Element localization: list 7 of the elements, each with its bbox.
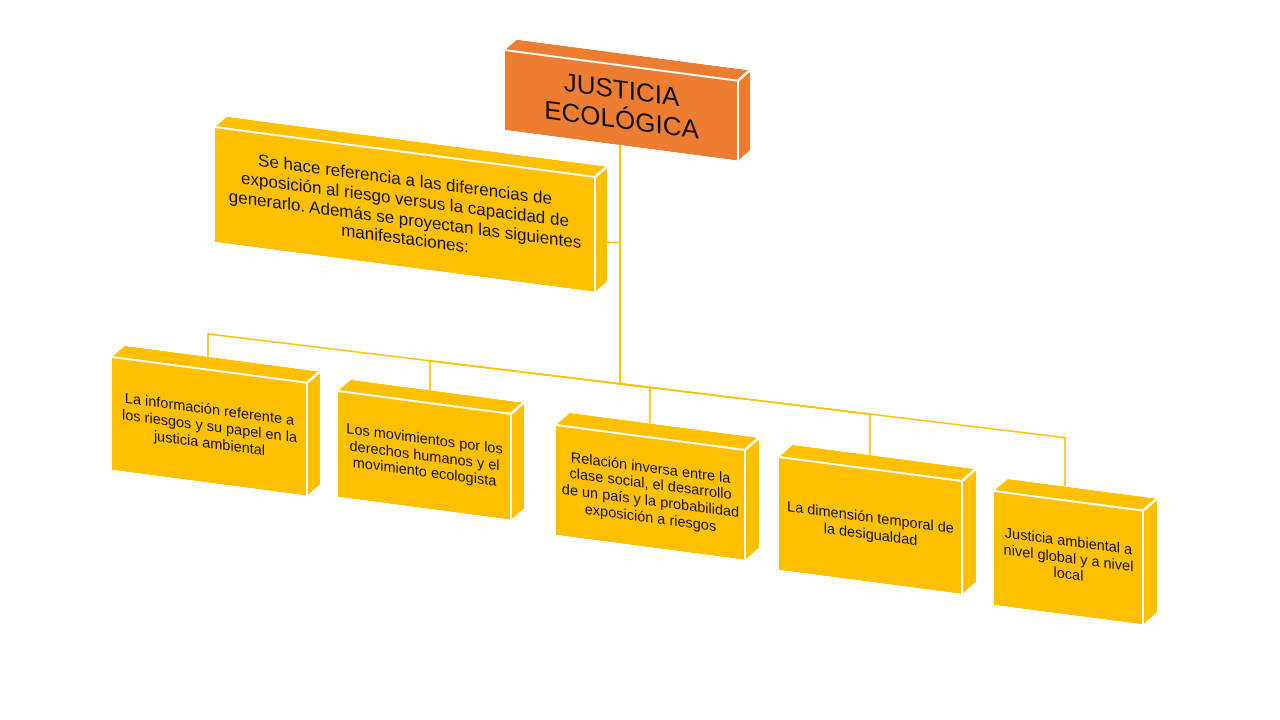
description-text: Se hace referencia a las diferencias de exposición al riesgo versus la capacidad de generarlo. Además se proyectan las siguientes manifestaciones:: [227, 150, 583, 259]
item-text: La información referente a los riesgos y su papel en la justicia ambiental: [121, 389, 298, 460]
item-text: Los movimientos por los derechos humanos y el movimiento ecologista: [345, 419, 504, 492]
item-text: La dimensión temporal de la desigualdad: [786, 497, 955, 550]
item-text: Justicia ambiental a nivel global y a nivel local: [1002, 523, 1135, 587]
title-text: JUSTICIA ECOLÓGICA: [543, 65, 700, 147]
item-text: Relación inversa entre la clase social, el desarrollo de un país y la probabilidad exposición a riesgos: [561, 447, 740, 536]
